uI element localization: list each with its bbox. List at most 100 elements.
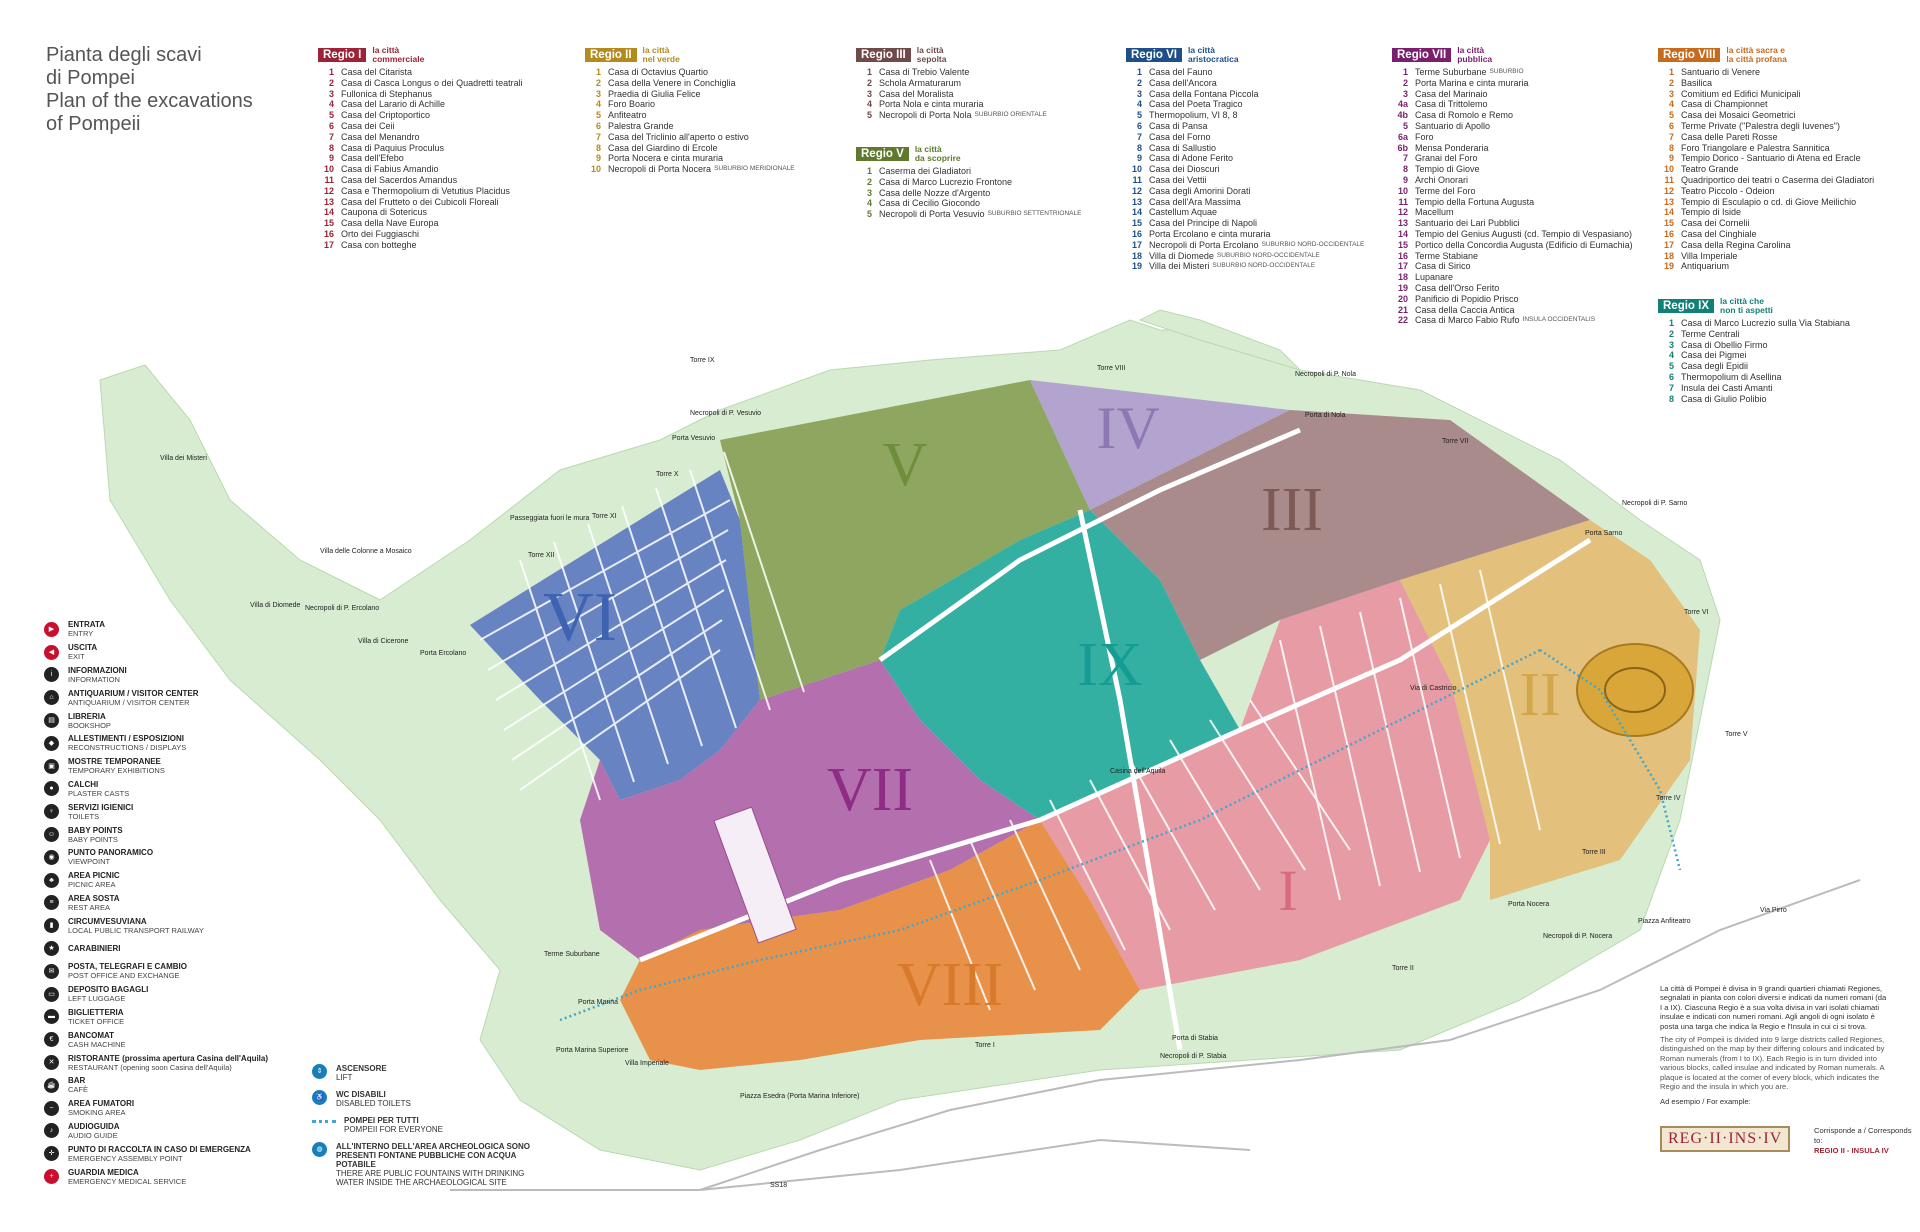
- item-number: 10: [323, 164, 334, 175]
- legend-label-en: EMERGENCY MEDICAL SERVICE: [68, 1176, 187, 1186]
- item-number: 5: [1402, 120, 1408, 131]
- item-name: Macellum: [1415, 207, 1454, 218]
- amphitheatre-arena: [1604, 667, 1666, 713]
- item-name: Casa e Thermopolium di Vetutius Placidus: [341, 185, 510, 196]
- item-name: Casa dei Dioscuri: [1149, 164, 1220, 175]
- regio-subtitle: la città nel verde: [642, 45, 680, 64]
- item-number: 7: [595, 131, 601, 142]
- police-icon: ★: [44, 941, 59, 957]
- item-name: Tempio di Iside: [1681, 207, 1742, 218]
- legend-label-it: CARABINIERI: [68, 944, 121, 954]
- exit-icon: ◀: [44, 644, 59, 660]
- item-number: 6: [595, 120, 601, 131]
- legend-label-it: ASCENSORE: [336, 1064, 387, 1073]
- street: [1009, 819, 1081, 971]
- legend-label-en: ANTIQUARIUM / VISITOR CENTER: [68, 697, 190, 707]
- item-name: Casa della Nave Europa: [341, 218, 439, 229]
- insula-plaque: REG·II·INS·IV: [1660, 1126, 1791, 1152]
- map-label-porta-nocera: Porta Nocera: [1508, 901, 1549, 908]
- legend-label-en: INFORMATION: [68, 674, 120, 684]
- item-number: 2: [866, 77, 872, 88]
- map-label-torre-iv: Torre IV: [1656, 795, 1681, 802]
- item-name: Villa di Diomede: [1149, 250, 1214, 261]
- legend-label-en: CASH MACHINE: [68, 1039, 126, 1049]
- item-name: Terme Suburbane: [1415, 67, 1487, 77]
- item-name: Casa di Marco Lucrezio sulla Via Stabian…: [1681, 318, 1850, 328]
- item-name: Casa dell'Ancora: [1149, 77, 1217, 88]
- legend-label-it: AUDIOGUIDA: [68, 1121, 120, 1131]
- item-name: Mensa Ponderaria: [1415, 142, 1489, 153]
- description-en: The city of Pompeii is divided into 9 la…: [1660, 1035, 1885, 1092]
- region-numeral-ix: IX: [1077, 631, 1142, 699]
- legend-label-it: PUNTO PANORAMICO: [68, 848, 154, 858]
- item-name: Casa degli Epidii: [1681, 361, 1749, 372]
- item-name: Tempio del Genius Augusti (cd. Tempio di…: [1415, 228, 1632, 239]
- item-name: Casa dei Ceii: [341, 120, 395, 131]
- street: [1479, 569, 1541, 831]
- item-number: 8: [1668, 142, 1674, 153]
- item-name: Foro: [1415, 131, 1434, 142]
- audioguide-icon: ♪: [44, 1123, 59, 1139]
- item-name: Thermopolium di Asellina: [1681, 371, 1782, 382]
- item-suburb: suburbio: [1489, 68, 1524, 75]
- via-dell-abbondanza: [639, 537, 1592, 963]
- item-number: 11: [324, 174, 334, 185]
- picnic-icon: ♣: [44, 872, 59, 888]
- item-name: Casa del Criptoportico: [341, 110, 431, 121]
- legend-label-it: GUARDIA MEDICA: [68, 1167, 139, 1177]
- legend-label-it: AREA SOSTA: [68, 893, 120, 903]
- plaque-caption: Corrisponde a / Corresponds to: REGIO II…: [1814, 1126, 1920, 1156]
- legend-label-en: LOCAL PUBLIC TRANSPORT RAILWAY: [68, 925, 204, 935]
- item-name: Santuario di Apollo: [1415, 120, 1491, 131]
- legend-label-en: AUDIO GUIDE: [68, 1130, 118, 1140]
- map-label-via-castricio: Via di Castricio: [1410, 685, 1457, 692]
- item-name: Porta Nola e cinta muraria: [879, 99, 984, 110]
- item-name: Caupona di Sotericus: [341, 207, 428, 218]
- region-numeral-iii: III: [1261, 476, 1323, 544]
- item-number: 16: [323, 228, 334, 239]
- item-name: Casa di Adone Ferito: [1149, 153, 1234, 164]
- item-name: Teatro Piccolo - Odeion: [1681, 185, 1775, 196]
- item-name: Casa della Regina Carolina: [1681, 239, 1791, 250]
- legend-label-it: POSTA, TELEGRAFI E CAMBIO: [68, 962, 187, 972]
- item-name: Orto dei Fuggiaschi: [341, 228, 420, 239]
- legend-label-en: DISABLED TOILETS: [336, 1099, 411, 1108]
- region-v-area: [720, 380, 1090, 700]
- item-number: 5: [866, 209, 872, 220]
- legend-label-it: ALLESTIMENTI / ESPOSIZIONI: [68, 734, 185, 744]
- item-name: Casa del Fauno: [1149, 67, 1213, 77]
- item-name: Santuario dei Lari Pubblici: [1415, 218, 1520, 229]
- legend-label-en: POST OFFICE AND EXCHANGE: [68, 971, 180, 981]
- item-number: 14: [1131, 207, 1142, 218]
- item-name: Casa dell'Ara Massima: [1149, 196, 1241, 207]
- item-name: Casa di Cecilio Giocondo: [879, 198, 981, 209]
- item-name: Casa delle Nozze d'Argento: [879, 187, 991, 198]
- map-label-torre-viii: Torre VIII: [1097, 365, 1125, 372]
- legend-label-en: BOOKSHOP: [68, 720, 111, 730]
- item-number: 17: [1663, 239, 1674, 250]
- map-label-torre-iii: Torre III: [1582, 849, 1606, 856]
- item-number: 11: [1664, 174, 1674, 185]
- item-name: Thermopolium, VI 8, 8: [1149, 110, 1238, 121]
- map-label-piazza-esedra: Piazza Esedra (Porta Marina Inferiore): [740, 1093, 859, 1100]
- corresponds-value: REGIO II - INSULA IV: [1814, 1146, 1889, 1155]
- item-name: Casa di Casca Longus o dei Quadretti tea…: [341, 77, 523, 88]
- map-label-torre-x: Torre X: [656, 471, 679, 478]
- item-number: 6: [328, 120, 334, 131]
